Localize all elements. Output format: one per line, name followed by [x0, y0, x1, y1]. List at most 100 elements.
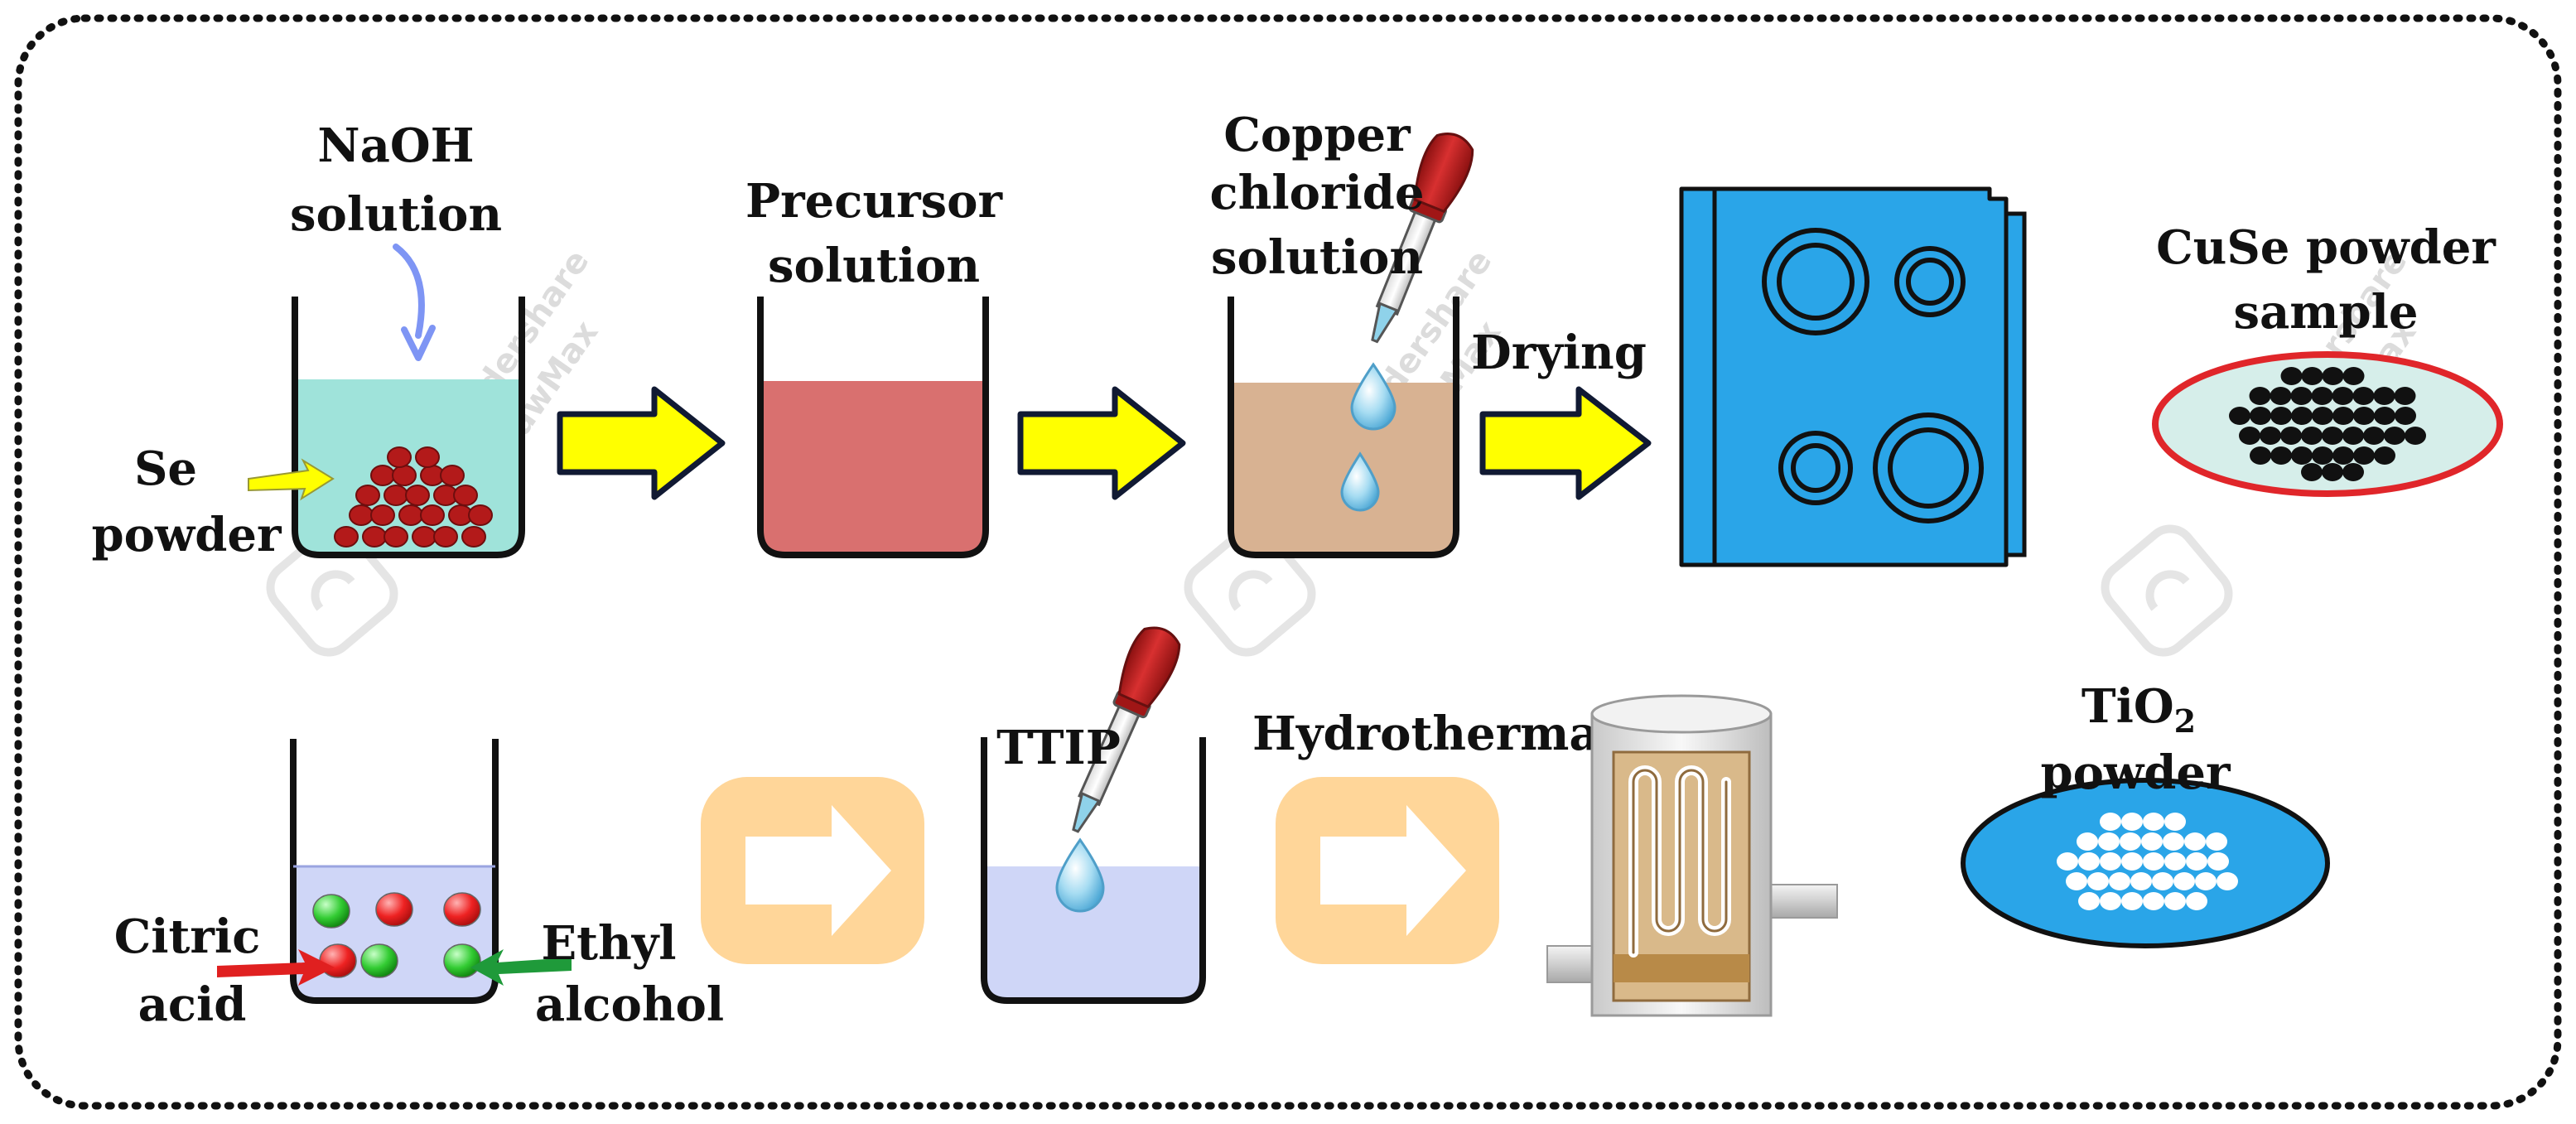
ethyl-alcohol-particle [312, 894, 350, 929]
cuse-particle [2280, 427, 2302, 445]
se-particle [415, 446, 440, 468]
se-particle [384, 485, 408, 506]
tio2-particle [2163, 832, 2184, 851]
tio2-particle [2186, 852, 2207, 871]
beaker-ttip [981, 737, 1206, 1004]
label-copper-chloride: chloride [1210, 166, 1425, 220]
label-citric-acid: acid [138, 977, 247, 1032]
process-arrow-4 [701, 777, 924, 964]
label-cuse-sample: sample [2233, 285, 2418, 340]
tio2-powder-particles [2057, 813, 2238, 910]
label-drying: Drying [1471, 326, 1647, 380]
label-ethyl: Ethyl [541, 916, 676, 971]
label-naoh-solution: solution [290, 187, 502, 242]
tio2-particle [2100, 892, 2121, 910]
cuse-particle [2250, 446, 2271, 465]
se-particle [453, 485, 478, 506]
cuse-particle [2260, 427, 2281, 445]
tio2-particle [2130, 872, 2152, 890]
se-particle [384, 526, 408, 548]
cuse-particle [2250, 407, 2271, 425]
label-se: Se [134, 441, 197, 496]
cuse-particle [2373, 387, 2395, 405]
tio2-particle [2078, 852, 2100, 871]
se-particle [355, 485, 380, 506]
se-powder-particles [334, 446, 493, 548]
tio2-particle [2120, 832, 2141, 851]
tio2-particle [2066, 872, 2087, 890]
cuse-particle [2312, 407, 2333, 425]
cuse-particle [2290, 387, 2313, 405]
cuse-particle [2270, 387, 2292, 405]
label-tio2-powder: powder [2040, 745, 2231, 800]
cuse-dish [2152, 351, 2503, 497]
cuse-particle [2374, 407, 2395, 425]
se-particle [370, 465, 395, 486]
se-pointer-arrow [248, 458, 335, 501]
label-naoh: NaOH [317, 118, 474, 173]
dropper-ttip [1072, 626, 1181, 833]
ethyl-alcohol-particle [360, 943, 398, 978]
cuse-particle [2270, 407, 2292, 425]
hydrothermal-autoclave [1546, 694, 1838, 1017]
label-tio2: TiO2 [2082, 679, 2196, 740]
tio2-particle [2164, 813, 2186, 831]
label-copper: Copper [1223, 108, 1411, 162]
se-particle [405, 485, 430, 506]
cuse-particle [2332, 407, 2354, 425]
ethyl-pointer-arrow [470, 949, 572, 986]
ethyl-alcohol-particle [443, 943, 481, 978]
tio2-particle [2100, 813, 2121, 831]
tio2-particle [2078, 892, 2100, 910]
label-se-powder: powder [91, 508, 282, 562]
cuse-particle [2342, 427, 2364, 445]
process-arrow-3 [1479, 386, 1652, 500]
cuse-particle [2311, 387, 2333, 405]
process-arrow-5 [1276, 777, 1499, 964]
tio2-particle [2121, 892, 2143, 910]
se-particle [334, 526, 359, 548]
cuse-particle [2353, 446, 2375, 465]
diagram-frame [14, 14, 2562, 1110]
cuse-particle [2342, 367, 2365, 385]
se-particle [433, 526, 458, 548]
cuse-particle [2322, 463, 2343, 481]
cuse-particle [2312, 446, 2333, 465]
cuse-particle [2270, 446, 2292, 465]
cuse-powder-particles [2229, 367, 2426, 481]
tio2-particle [2152, 872, 2173, 890]
citric-acid-particle [375, 892, 413, 927]
se-particle [370, 504, 395, 526]
tio2-particle [2077, 832, 2098, 851]
label-cuse-powder: CuSe powder [2156, 220, 2496, 275]
label-precursor-solution: solution [768, 239, 980, 293]
se-particle [362, 526, 387, 548]
label-hydrothermal: Hydrothermal [1252, 707, 1617, 761]
tio2-particle [2109, 872, 2130, 890]
se-particle [468, 504, 493, 526]
process-arrow-1 [557, 386, 726, 500]
cuse-particle [2322, 367, 2344, 385]
cuse-particle [2291, 407, 2313, 425]
cuse-particle [2301, 367, 2323, 385]
tio2-particle [2173, 872, 2195, 890]
label-copper-solution: solution [1211, 230, 1423, 285]
tio2-particle [2087, 872, 2109, 890]
naoh-pour-arrow [393, 244, 436, 361]
cuse-particle [2394, 387, 2416, 405]
se-particle [461, 526, 486, 548]
tio2-particle [2184, 832, 2206, 851]
cuse-particle [2405, 427, 2426, 445]
tio2-particle [2143, 892, 2164, 910]
cuse-particle [2395, 407, 2416, 425]
se-particle [349, 504, 374, 526]
cuse-particle [2332, 446, 2354, 465]
label-citric: Citric [114, 909, 261, 964]
tio2-particle [2121, 852, 2143, 871]
tio2-particle [2143, 813, 2164, 831]
tio2-particle [2100, 852, 2121, 871]
tio2-particle [2195, 872, 2217, 890]
process-arrow-2 [1017, 386, 1186, 500]
cuse-particle [2322, 427, 2343, 445]
